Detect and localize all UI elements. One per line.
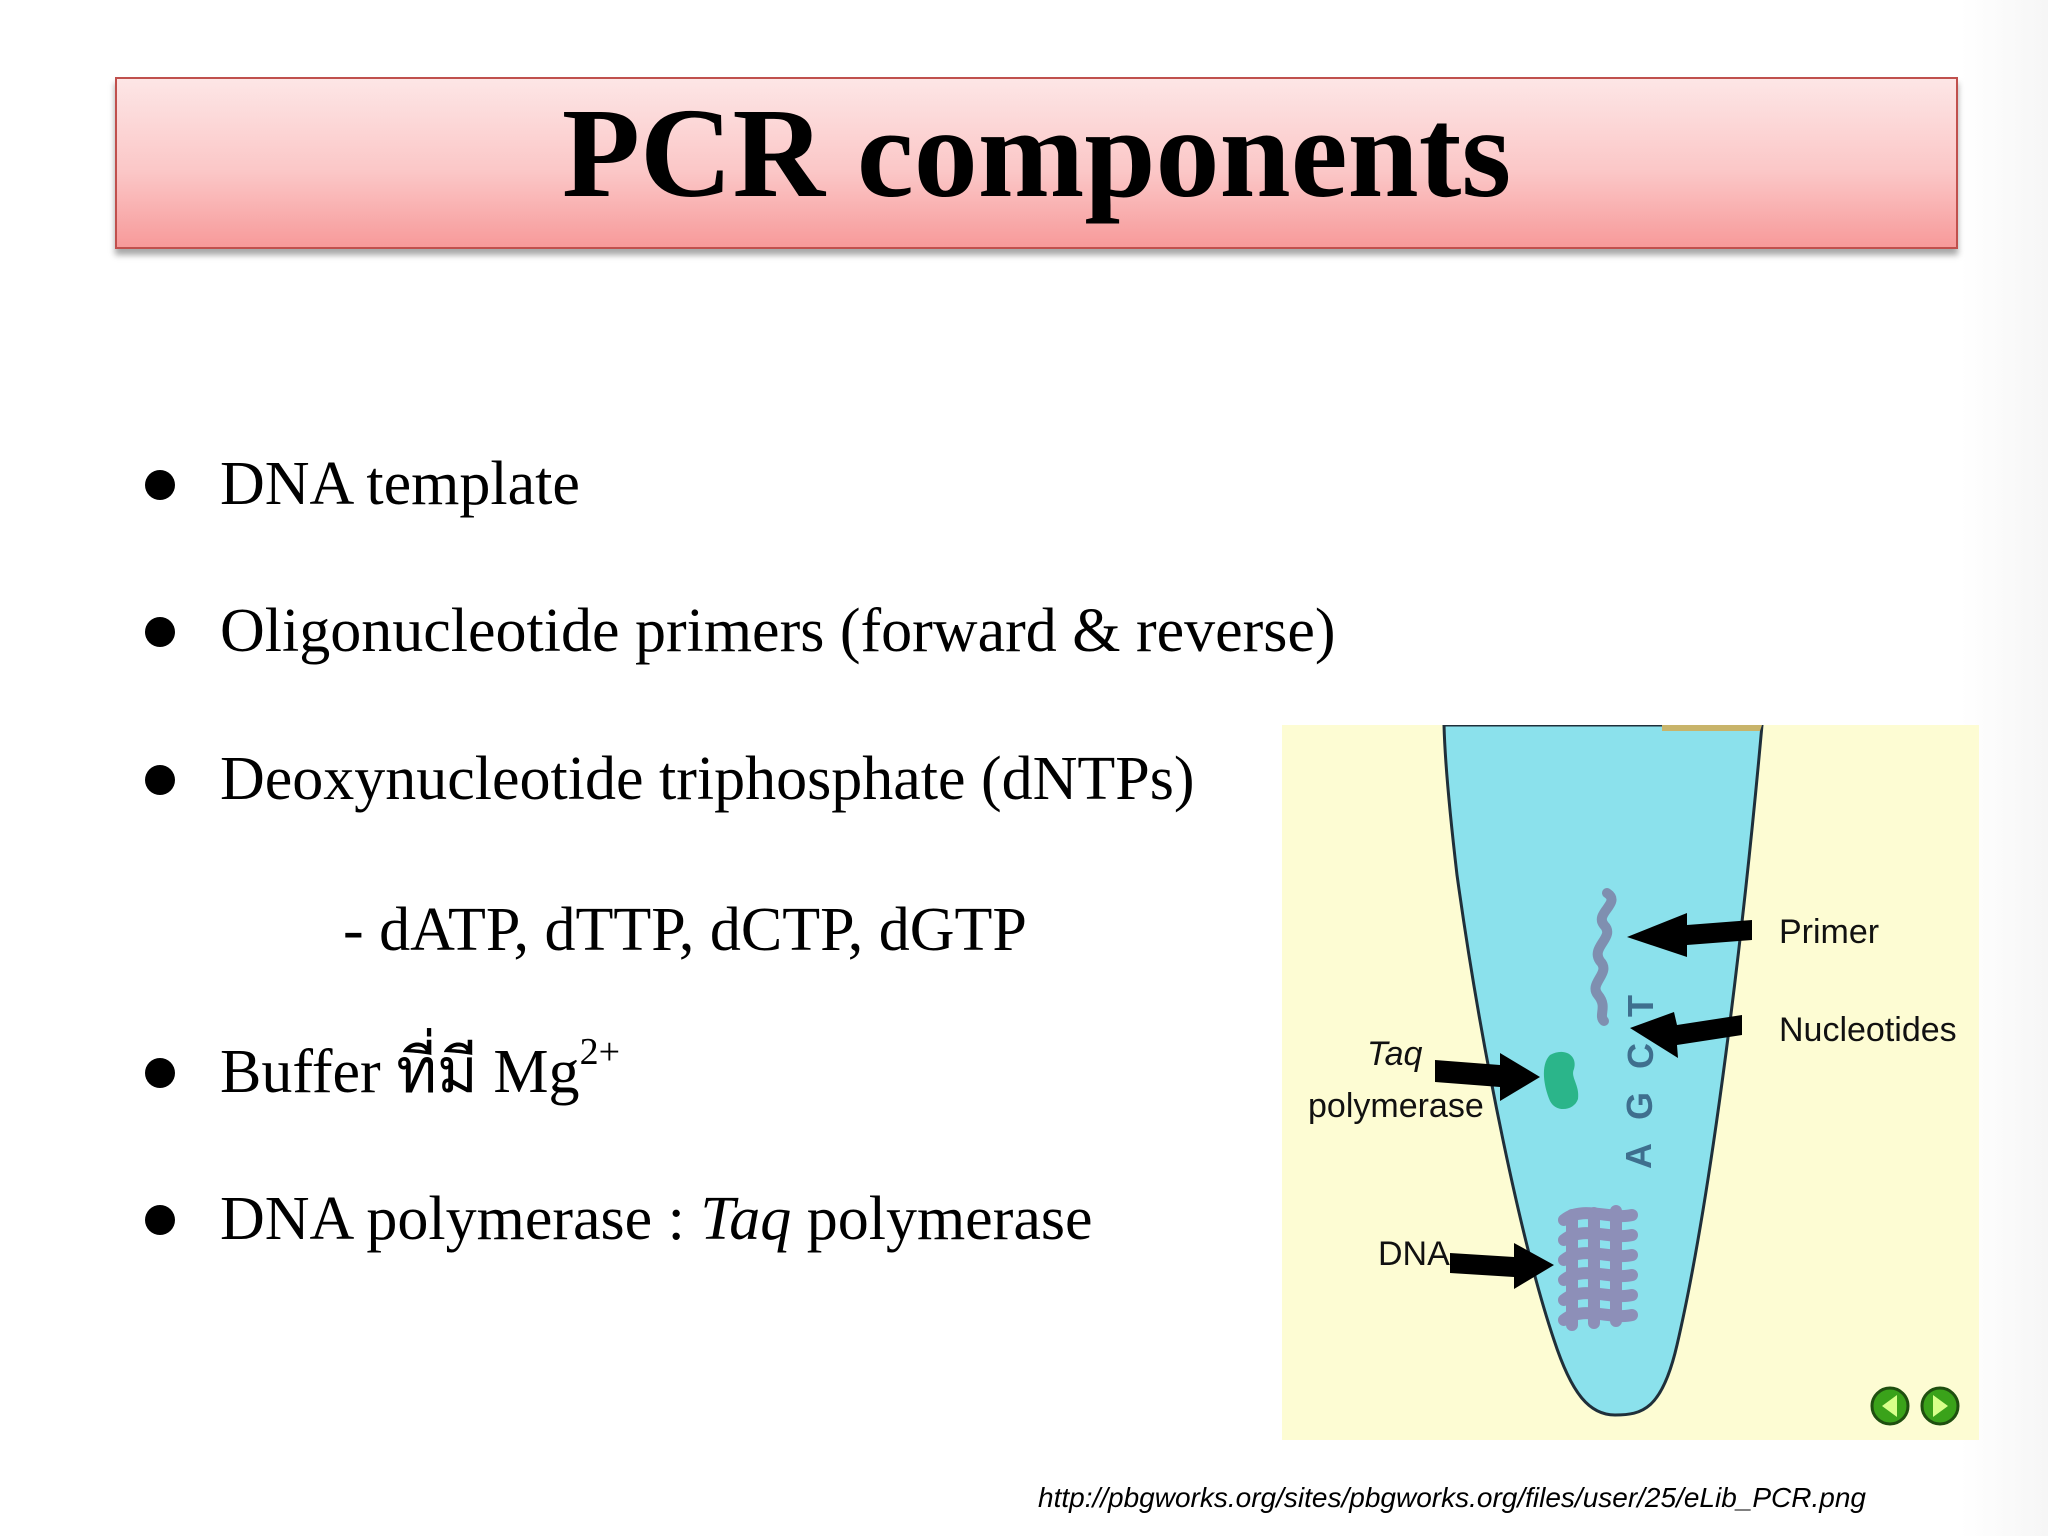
title-banner: PCR components <box>115 77 1958 249</box>
pcr-tube-diagram <box>1435 725 1960 1426</box>
bullet-text: DNA polymerase : Taq polymerase <box>220 1179 1093 1259</box>
base-letter-a: A <box>1618 1143 1659 1169</box>
bullet-icon <box>145 765 175 795</box>
buffer-text: Buffer ที่มี Mg <box>220 1038 580 1106</box>
primer-arrow-icon <box>1627 913 1752 957</box>
bullet-icon <box>145 470 175 500</box>
dna-arrow-icon <box>1450 1243 1554 1289</box>
bullet-icon <box>145 1058 175 1088</box>
tube-icon <box>1442 725 1764 1417</box>
base-letter-c: C <box>1620 1043 1661 1069</box>
dna-helix-icon <box>1558 1205 1638 1331</box>
slide-title: PCR components <box>561 82 1512 224</box>
sub-item-dntp-list: - dATP, dTTP, dCTP, dGTP <box>343 896 1027 964</box>
polymerase-label: polymerase <box>1308 1087 1484 1125</box>
base-letter-g: G <box>1619 1091 1661 1121</box>
bullet-text: Oligonucleotide primers (forward & rever… <box>220 597 1336 665</box>
bullet-text: Deoxynucleotide triphosphate (dNTPs) <box>220 745 1195 813</box>
bullet-icon <box>145 1205 175 1235</box>
base-letter-t: T <box>1620 995 1661 1017</box>
bullet-text: DNA template <box>220 450 580 518</box>
charge-superscript: 2+ <box>579 1031 620 1073</box>
taq-italic: Taq <box>700 1185 792 1253</box>
dna-label: DNA <box>1378 1235 1450 1273</box>
nucleotides-label: Nucleotides <box>1779 1011 1957 1049</box>
taq-arrow-icon <box>1435 1053 1540 1101</box>
polymerase-suffix: polymerase <box>791 1185 1093 1253</box>
taq-label: Taq <box>1367 1035 1423 1073</box>
nav-buttons <box>1870 1386 1960 1426</box>
tube-cap-sliver <box>1662 725 1762 731</box>
source-url: http://pbgworks.org/sites/pbgworks.org/f… <box>1038 1482 1866 1513</box>
polymerase-prefix: DNA polymerase : <box>220 1185 701 1253</box>
pcr-tube-figure: Primer Nucleotides Taq polymerase DNA A … <box>1282 725 1979 1440</box>
taq-enzyme-icon <box>1543 1051 1579 1110</box>
nucleotides-arrow-icon <box>1630 1012 1742 1058</box>
bullet-text: Buffer ที่มี Mg2+ <box>220 1031 620 1120</box>
primer-strand-icon <box>1590 888 1617 1026</box>
pointer-arrows <box>1435 913 1752 1289</box>
primer-label: Primer <box>1779 913 1880 951</box>
bullet-icon <box>145 617 175 647</box>
